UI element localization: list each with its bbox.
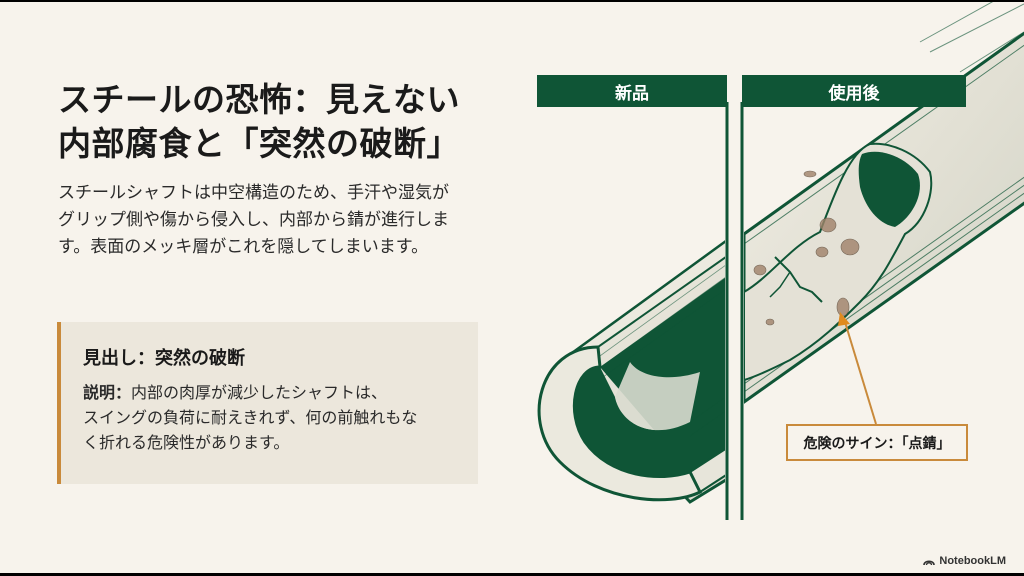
card-heading: 見出し：突然の破断 — [83, 348, 245, 369]
header-new: 新品 — [537, 75, 727, 107]
title-line-2: 内部腐食と「突然の破断」 — [58, 124, 460, 163]
callout-arrow-head — [838, 312, 850, 326]
header-new-label: 新品 — [615, 83, 649, 104]
callout-arrow-line — [844, 321, 877, 425]
new-pipe — [537, 240, 725, 504]
header-used: 使用後 — [742, 75, 966, 107]
title-line-1: スチールの恐怖：見えない — [58, 80, 460, 119]
brand-watermark: NotebookLM — [923, 555, 1006, 567]
body-line-2: グリップ側や傷から侵入し、内部から錆が進行しま — [58, 210, 449, 230]
info-card: 見出し：突然の破断 説明：内部の肉厚が減少したシャフトは、 スイングの負荷に耐え… — [57, 322, 478, 484]
header-used-label: 使用後 — [828, 83, 880, 104]
card-desc-line-3: く折れる危険性があります。 — [83, 433, 290, 452]
page-title: スチールの恐怖：見えない 内部腐食と「突然の破断」 — [58, 78, 498, 166]
callout-label: 危険のサイン：「点錆」 — [803, 435, 951, 452]
card-desc-line-1: 内部の肉厚が減少したシャフトは、 — [131, 383, 388, 402]
card-desc-label: 説明： — [83, 383, 132, 402]
notebooklm-icon — [923, 559, 936, 565]
body-paragraph: スチールシャフトは中空構造のため、手汗や湿気が グリップ側や傷から侵入し、内部か… — [58, 180, 488, 261]
card-description: 説明：内部の肉厚が減少したシャフトは、 スイングの負荷に耐えきれず、何の前触れも… — [83, 380, 473, 455]
card-desc-line-2: スイングの負荷に耐えきれず、何の前触れもな — [83, 408, 418, 427]
body-line-3: す。表面のメッキ層がこれを隠してしまいます。 — [58, 237, 429, 257]
danger-sign-callout: 危険のサイン：「点錆」 — [786, 424, 968, 461]
brand-label: NotebookLM — [939, 555, 1006, 567]
body-line-1: スチールシャフトは中空構造のため、手汗や湿気が — [58, 183, 449, 203]
